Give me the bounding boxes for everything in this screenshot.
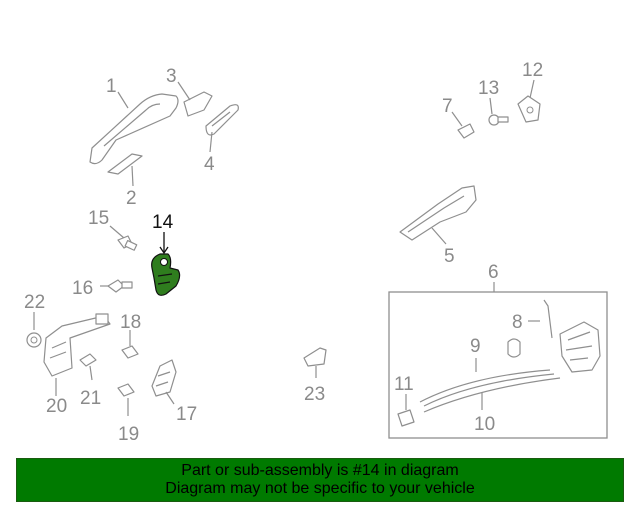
part-9-cable[interactable]: [419, 358, 555, 407]
part-23-cover[interactable]: [303, 347, 327, 378]
callout-13: 13: [478, 78, 499, 99]
callout-12: 12: [522, 60, 543, 81]
part-12-striker[interactable]: [517, 79, 541, 123]
callout-23: 23: [304, 384, 325, 405]
part-5-inner-handle[interactable]: [399, 185, 477, 245]
part-16-bolt[interactable]: [100, 279, 133, 293]
part-10-cable[interactable]: [423, 377, 561, 413]
banner-line-1: Part or sub-assembly is #14 in diagram: [181, 462, 459, 479]
callout-4: 4: [204, 154, 215, 175]
part-22-nut[interactable]: [26, 312, 42, 348]
callout-7: 7: [442, 96, 453, 117]
part-21-bolt[interactable]: [79, 353, 97, 381]
door-latch[interactable]: [507, 321, 601, 373]
part-4-pad[interactable]: [205, 104, 239, 153]
part-15-bolt[interactable]: [109, 225, 138, 251]
callout-22: 22: [24, 292, 45, 313]
callout-17: 17: [176, 404, 197, 425]
callout-14: 14: [152, 212, 174, 233]
callout-8: 8: [512, 312, 523, 333]
callout-19: 19: [118, 424, 139, 445]
part-7-screw[interactable]: [451, 111, 475, 139]
callout-5: 5: [444, 246, 455, 267]
info-banner: Part or sub-assembly is #14 in diagram D…: [16, 458, 624, 502]
callout-1: 1: [106, 76, 117, 97]
part-1-outer-handle[interactable]: [89, 91, 179, 165]
callout-9: 9: [470, 336, 481, 357]
part-19-bolt[interactable]: [117, 383, 135, 416]
parts-diagram: 1 2 3 4 15 14 16: [24, 60, 608, 445]
callout-15: 15: [88, 208, 109, 229]
callout-11: 11: [394, 374, 414, 395]
callout-10: 10: [474, 414, 495, 435]
part-18-bolt[interactable]: [121, 330, 139, 359]
part-13-screw[interactable]: [488, 97, 509, 126]
part-6-lock-assembly-box[interactable]: [388, 291, 608, 439]
part-2-handle-pad[interactable]: [107, 153, 143, 187]
callout-18: 18: [120, 312, 141, 333]
callout-20: 20: [46, 396, 67, 417]
callout-2: 2: [126, 188, 137, 209]
banner-line-2: Diagram may not be specific to your vehi…: [165, 480, 475, 497]
part-14-hinge-highlighted[interactable]: [151, 232, 181, 296]
part-11-clip[interactable]: [397, 394, 415, 427]
callout-3: 3: [166, 66, 177, 87]
callout-16: 16: [72, 278, 93, 299]
part-17-hinge[interactable]: [151, 359, 177, 405]
callout-6: 6: [488, 262, 499, 283]
part-3-handle-cap[interactable]: [177, 81, 213, 117]
part-8-rod[interactable]: [528, 299, 553, 339]
callout-21: 21: [80, 388, 101, 409]
part-20-door-check[interactable]: [43, 313, 111, 396]
